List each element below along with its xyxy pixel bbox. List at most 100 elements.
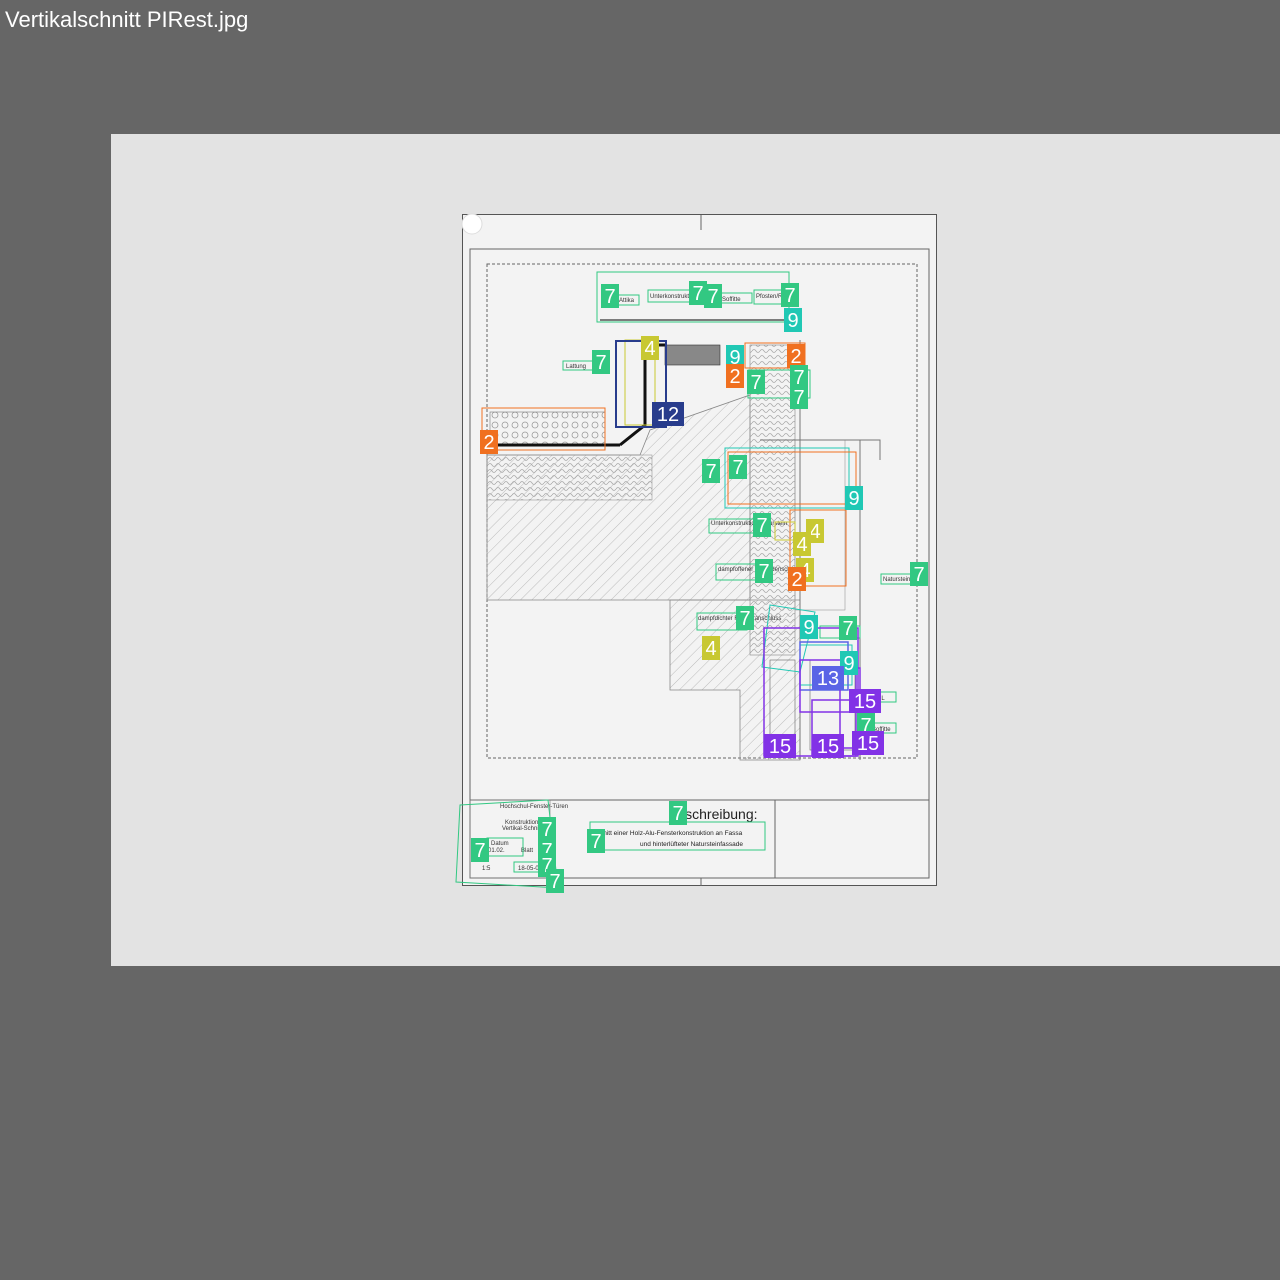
- badge-label: 7: [474, 840, 485, 862]
- annotation-class-badge[interactable]: 7: [689, 281, 707, 305]
- badge-background: [910, 562, 928, 586]
- badge-label: 15: [769, 736, 791, 758]
- annotation-class-badge[interactable]: 7: [601, 284, 619, 308]
- annotation-class-badge[interactable]: 12: [652, 402, 684, 426]
- badge-background: [702, 459, 720, 483]
- badge-label: 7: [705, 461, 716, 483]
- badge-label: 7: [672, 803, 683, 825]
- annotation-class-badge[interactable]: 9: [726, 345, 744, 369]
- annotation-class-badge[interactable]: 7: [702, 459, 720, 483]
- annotation-class-badge[interactable]: 7: [747, 370, 765, 394]
- badge-label: 2: [791, 569, 802, 591]
- svg-text:Schnitt einer Holz-Alu-Fenster: Schnitt einer Holz-Alu-Fensterkonstrukti…: [592, 830, 743, 837]
- badge-background: [601, 284, 619, 308]
- annotation-class-badge[interactable]: 7: [546, 869, 564, 893]
- badge-label: 9: [848, 488, 859, 510]
- badge-background: [652, 402, 684, 426]
- badge-background: [689, 281, 707, 305]
- annotation-class-badge[interactable]: 7: [592, 350, 610, 374]
- svg-text:Hochschul-Fenster-Türen: Hochschul-Fenster-Türen: [500, 804, 568, 810]
- badge-label: 7: [860, 715, 871, 737]
- annotation-class-badge[interactable]: 15: [764, 734, 796, 758]
- badge-background: [736, 606, 754, 630]
- annotation-class-badge[interactable]: 7: [669, 801, 687, 825]
- badge-background: [753, 513, 771, 537]
- annotation-class-badge[interactable]: 2: [726, 364, 744, 388]
- badge-background: [704, 284, 722, 308]
- svg-text:Vertikal-Schnitte: Vertikal-Schnitte: [502, 826, 546, 832]
- annotation-class-badge[interactable]: 7: [471, 838, 489, 862]
- svg-text:Pfosten/Riegel: Pfosten/Riegel: [756, 294, 795, 300]
- annotation-box[interactable]: [774, 521, 796, 541]
- badge-label: 2: [483, 432, 494, 454]
- annotation-class-badge[interactable]: 4: [702, 636, 720, 660]
- badge-background: [726, 364, 744, 388]
- annotation-class-badge[interactable]: 9: [840, 651, 858, 675]
- annotation-class-badge[interactable]: 9: [800, 615, 818, 639]
- annotation-class-badge[interactable]: 9: [845, 486, 863, 510]
- annotation-class-badge[interactable]: 7: [729, 455, 747, 479]
- badge-background: [546, 869, 564, 893]
- svg-text:Soffitte: Soffitte: [722, 297, 741, 303]
- annotation-class-badge[interactable]: 15: [812, 734, 844, 758]
- badge-label: 15: [817, 736, 839, 758]
- annotation-class-badge[interactable]: 7: [781, 283, 799, 307]
- annotation-class-badge[interactable]: 4: [641, 336, 659, 360]
- badge-background: [729, 455, 747, 479]
- badge-background: [852, 731, 884, 755]
- annotation-class-badge[interactable]: 7: [587, 829, 605, 853]
- badge-label: 7: [549, 871, 560, 893]
- annotation-class-badge[interactable]: 4: [793, 532, 811, 556]
- annotation-box[interactable]: [481, 407, 606, 451]
- annotation-class-badge[interactable]: 7: [790, 385, 808, 409]
- annotation-class-badge[interactable]: 7: [704, 284, 722, 308]
- badge-label: 7: [604, 286, 615, 308]
- badge-label: 7: [595, 352, 606, 374]
- badge-label: 9: [803, 617, 814, 639]
- badge-background: [641, 336, 659, 360]
- annotation-box[interactable]: [727, 451, 857, 505]
- badge-label: 4: [796, 534, 807, 556]
- annotation-class-badge[interactable]: 7: [839, 616, 857, 640]
- svg-text:Attika: Attika: [619, 298, 635, 304]
- annotation-class-badge[interactable]: 7: [790, 365, 808, 389]
- badge-label: 7: [758, 561, 769, 583]
- badge-label: 15: [857, 733, 879, 755]
- annotation-class-badge[interactable]: 7: [736, 606, 754, 630]
- annotation-class-badge[interactable]: 7: [753, 513, 771, 537]
- annotation-class-badge[interactable]: 15: [849, 689, 881, 713]
- annotation-class-badge[interactable]: 13: [812, 666, 844, 690]
- window-title: Vertikalschnitt PIRest.jpg: [5, 7, 249, 32]
- annotation-class-badge[interactable]: 7: [755, 559, 773, 583]
- annotation-class-badge[interactable]: 7: [910, 562, 928, 586]
- annotation-box[interactable]: [789, 509, 847, 587]
- annotation-layer: 7777949227777122779744742779749131571515…: [455, 271, 928, 893]
- annotation-class-badge[interactable]: 2: [788, 567, 806, 591]
- annotation-class-badge[interactable]: 15: [852, 731, 884, 755]
- svg-text:Blatt: Blatt: [521, 848, 533, 854]
- annotation-class-badge[interactable]: 9: [784, 308, 802, 332]
- svg-text:18-05-0015: 18-05-0015: [518, 866, 549, 872]
- annotation-class-badge[interactable]: 2: [480, 430, 498, 454]
- svg-text:1:5: 1:5: [482, 866, 491, 872]
- badge-label: 15: [854, 691, 876, 713]
- annotation-box[interactable]: [724, 447, 850, 509]
- badge-background: [669, 801, 687, 825]
- badge-label: 7: [590, 831, 601, 853]
- badge-background: [800, 615, 818, 639]
- badge-label: 7: [541, 855, 552, 877]
- badge-label: 7: [541, 819, 552, 841]
- annotation-class-badge[interactable]: 7: [538, 817, 556, 841]
- annotation-class-badge[interactable]: 2: [787, 344, 805, 368]
- badge-label: 2: [729, 366, 740, 388]
- svg-text:und hinterlüfteter Natursteinf: und hinterlüfteter Natursteinfassade: [640, 841, 743, 848]
- annotation-box[interactable]: [799, 659, 857, 713]
- badge-background: [849, 689, 881, 713]
- badge-background: [764, 734, 796, 758]
- badge-label: 4: [644, 338, 655, 360]
- badge-background: [812, 666, 844, 690]
- svg-text:Soffitte: Soffitte: [872, 727, 891, 733]
- badge-label: 4: [705, 638, 716, 660]
- svg-text:Naturstein: Naturstein: [883, 577, 910, 583]
